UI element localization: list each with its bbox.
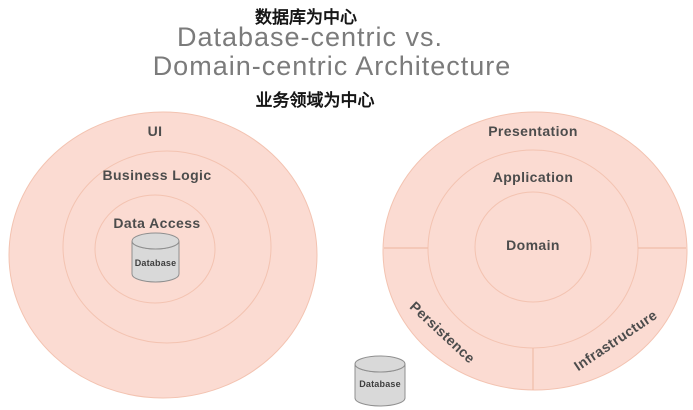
layer-label-data-access: Data Access — [113, 215, 200, 231]
domain-centric-diagram: Presentation Application Domain Persiste… — [354, 111, 688, 407]
database-centric-diagram: UI Business Logic Data Access Database — [8, 111, 318, 399]
layer-label-application: Application — [493, 169, 574, 185]
database-label-left: Database — [135, 258, 177, 268]
page-title-line1: Database-centric vs. — [176, 22, 444, 52]
layer-label-domain: Domain — [506, 237, 560, 253]
layer-label-ui: UI — [148, 123, 163, 139]
layer-label-business-logic: Business Logic — [102, 167, 211, 183]
layer-label-presentation: Presentation — [488, 123, 578, 139]
right-inner-ring-domain — [474, 191, 592, 303]
subtitle-database-centric-zh: 数据库为中心 — [255, 8, 357, 27]
database-label-right: Database — [359, 379, 401, 389]
database-icon-right: Database — [354, 355, 406, 407]
page-title-line2: Domain-centric Architecture — [152, 51, 512, 81]
database-icon-left: Database — [131, 232, 180, 283]
subtitle-domain-centric-zh: 业务领域为中心 — [255, 91, 375, 110]
